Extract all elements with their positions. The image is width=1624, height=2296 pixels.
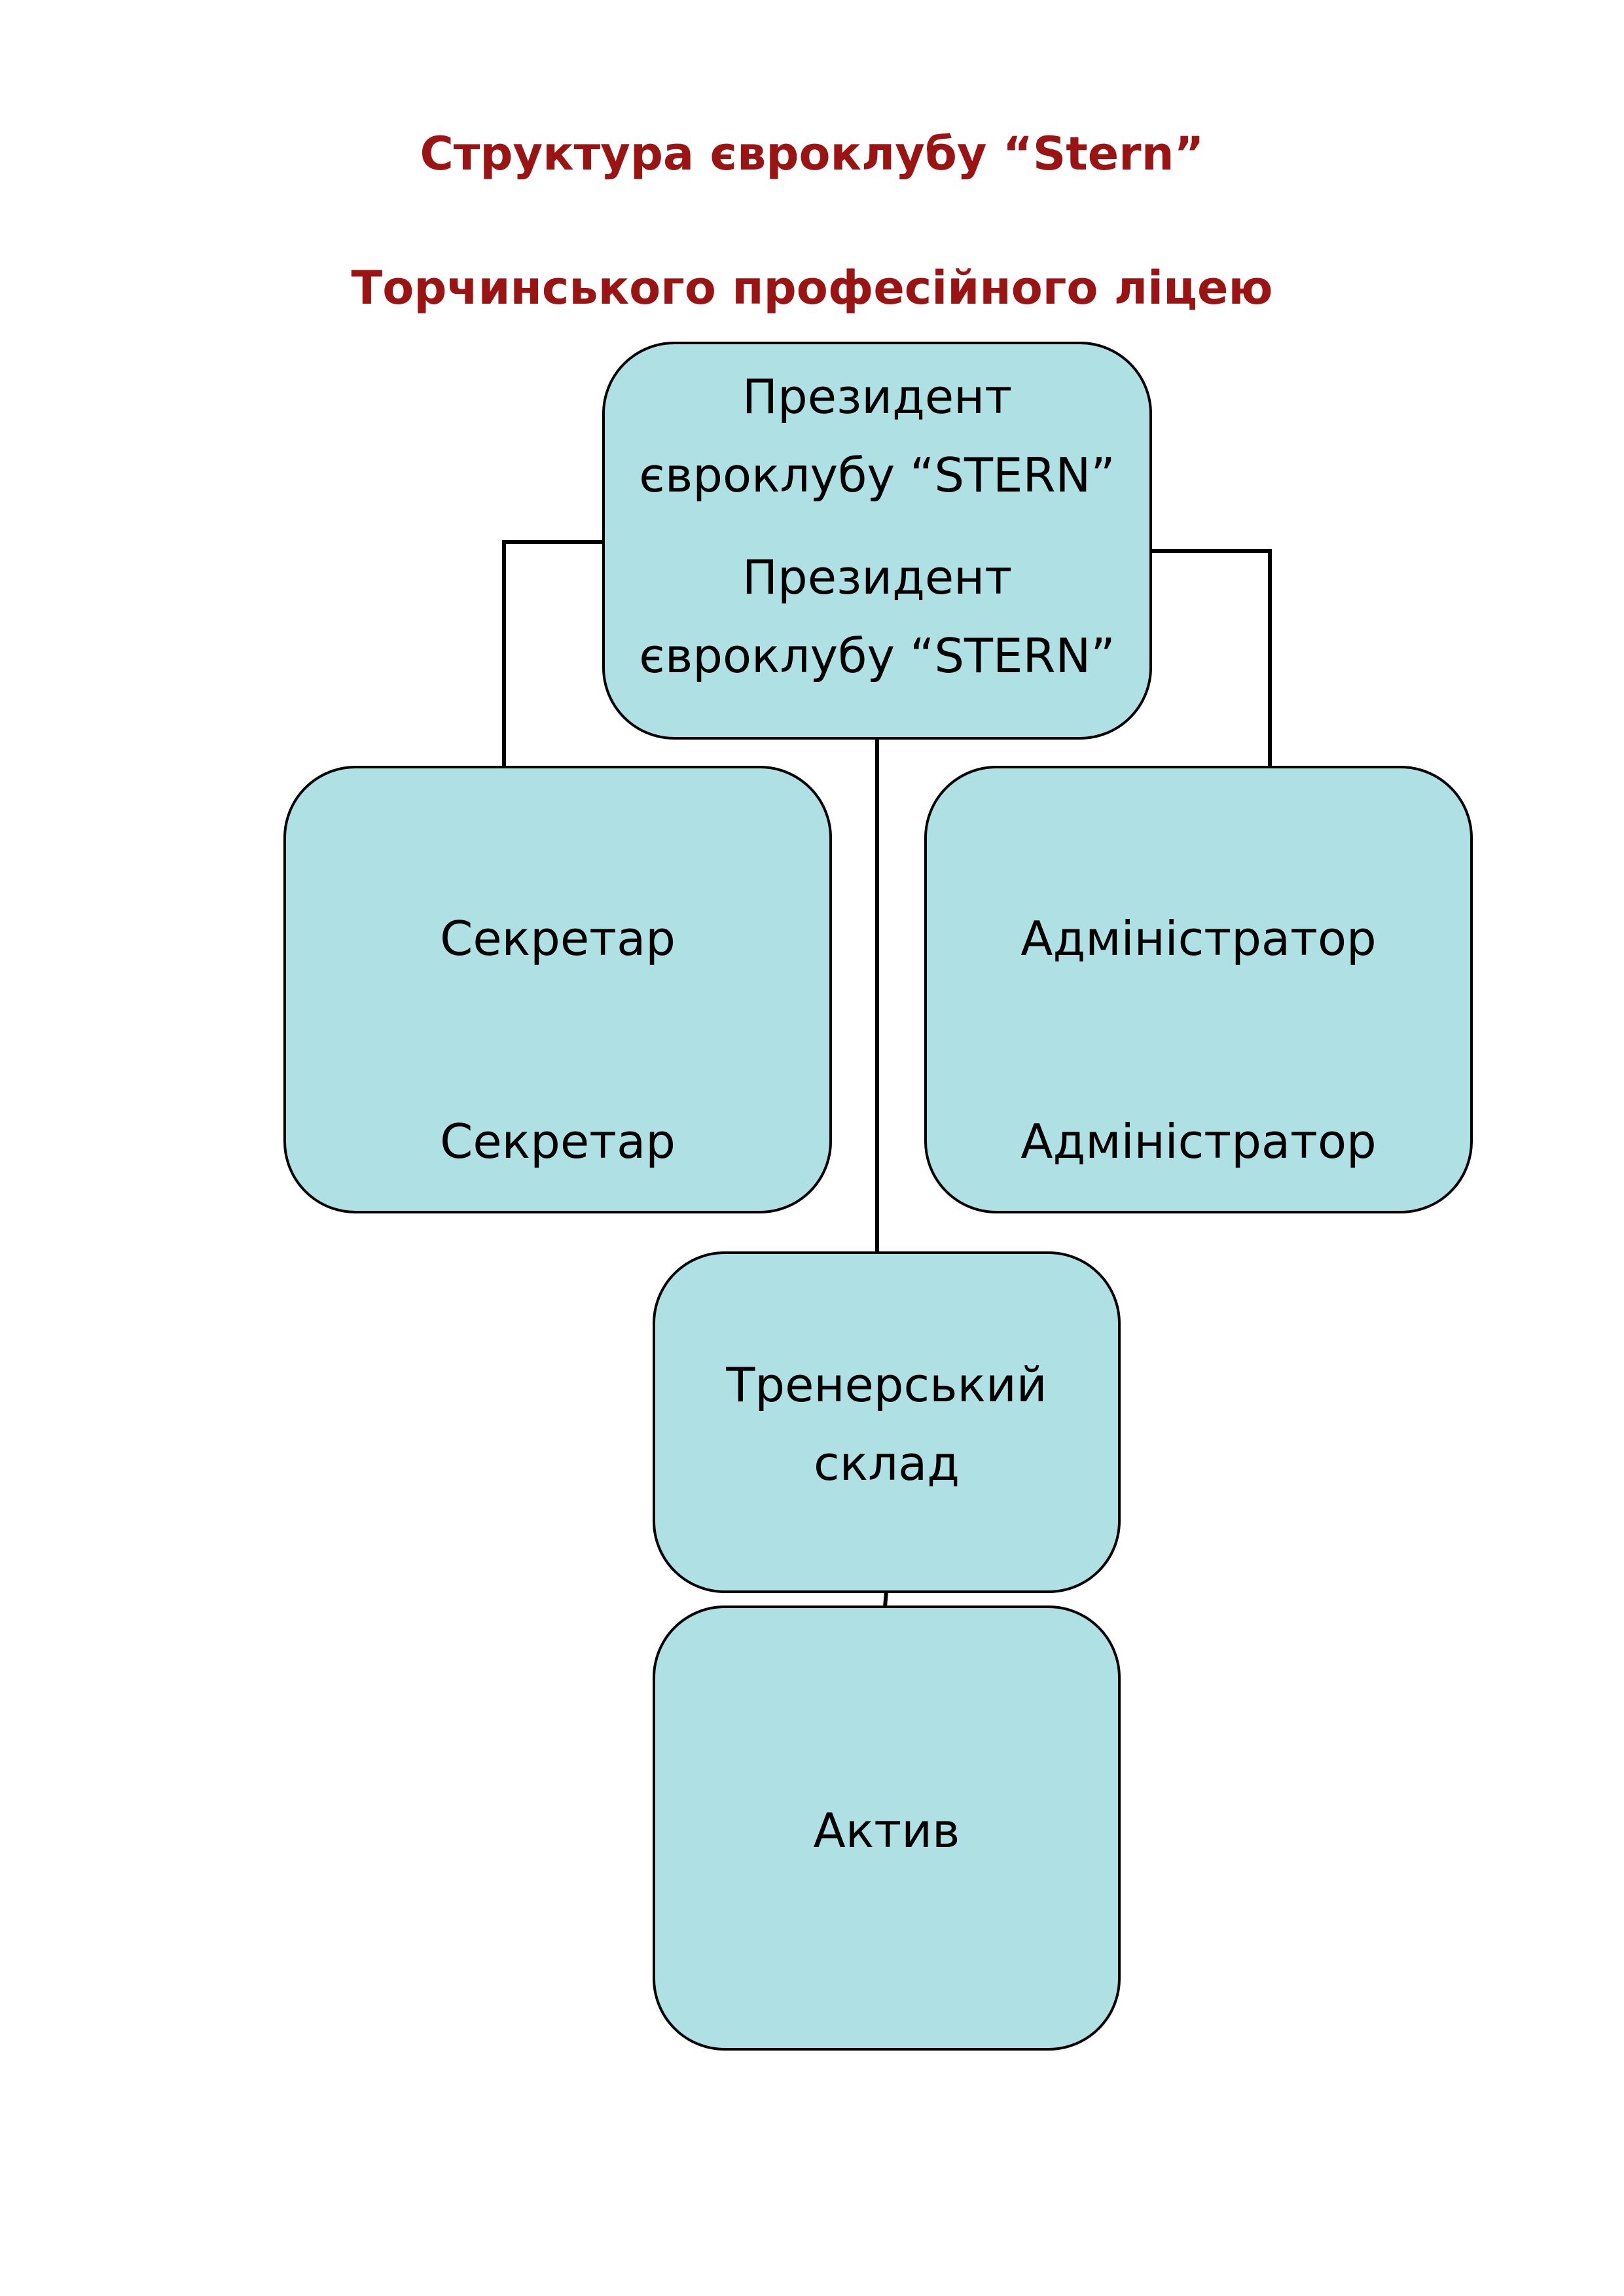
president-label-group-2: Президент євроклубу “STERN” (605, 538, 1149, 695)
node-president-label: Президент (742, 550, 1013, 605)
node-coaching-staff-label: Тренерський (726, 1357, 1047, 1412)
connector-president-administrator (1152, 549, 1272, 767)
node-administrator-label: Адміністратор (1020, 911, 1377, 966)
node-president-label: євроклубу “STERN” (639, 628, 1115, 683)
node-secretary: Секретар Секретар (283, 766, 832, 1213)
node-president-label: Президент (742, 369, 1013, 424)
connector-coaches-activists (883, 1591, 888, 1607)
node-secretary-label: Секретар (440, 911, 676, 966)
node-coaching-staff: Тренерський склад (653, 1251, 1121, 1593)
diagram-title: Структура євроклубу “Stern” (420, 127, 1204, 181)
node-activists-label: Актив (813, 1803, 960, 1858)
node-coaching-staff-label: склад (814, 1436, 960, 1491)
connector-president-secretary (502, 540, 602, 767)
node-administrator: Адміністратор Адміністратор (924, 766, 1473, 1213)
node-activists: Актив (653, 1605, 1121, 2051)
node-administrator-label: Адміністратор (1020, 1114, 1377, 1169)
node-president-label: євроклубу “STERN” (639, 448, 1115, 503)
diagram-subtitle: Торчинського професійного ліцею (351, 261, 1273, 315)
node-secretary-label: Секретар (440, 1114, 676, 1169)
president-label-group-1: Президент євроклубу “STERN” (605, 357, 1149, 514)
node-president: Президент євроклубу “STERN” Президент єв… (602, 342, 1152, 740)
